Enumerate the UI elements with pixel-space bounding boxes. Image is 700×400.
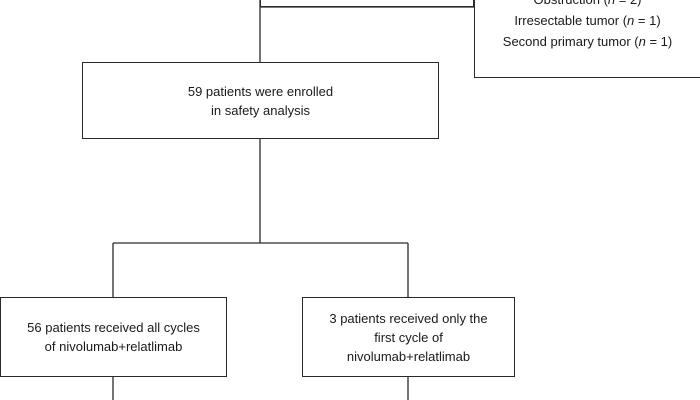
exclusion-box: Distant metastases (n = 4)Obstruction (n… bbox=[474, 0, 700, 78]
exclusion-item: Irresectable tumor (n = 1) bbox=[475, 10, 700, 31]
exclusion-item-prefix: Obstruction ( bbox=[533, 0, 607, 7]
safety-line-2: in safety analysis bbox=[211, 102, 310, 118]
exclusion-item-suffix: = 2) bbox=[615, 0, 642, 7]
exclusion-item-n: n bbox=[608, 0, 615, 7]
exclusion-item: Obstruction (n = 2) bbox=[475, 0, 700, 10]
exclusion-item-prefix: Irresectable tumor ( bbox=[514, 13, 628, 28]
safety-line-1: 59 patients were enrolled bbox=[187, 83, 334, 99]
exclusion-item-n: n bbox=[627, 13, 635, 28]
first-cycle-line-3: nivolumab+relatlimab bbox=[346, 348, 471, 364]
all-cycles-line-1: 56 patients received all cycles bbox=[27, 320, 200, 335]
exclusion-item-suffix: = 1) bbox=[634, 13, 661, 28]
first-cycle-line-1: 3 patients received only the bbox=[329, 310, 488, 326]
top-box-partial bbox=[260, 0, 474, 7]
first-cycle-box: 3 patients received only the first cycle… bbox=[302, 297, 515, 377]
safety-analysis-box: 59 patients were enrolled in safety anal… bbox=[82, 62, 439, 139]
exclusion-item-prefix: Second primary tumor ( bbox=[502, 34, 639, 49]
exclusion-item-n: n bbox=[638, 34, 646, 49]
exclusion-list: Distant metastases (n = 4)Obstruction (n… bbox=[475, 0, 700, 52]
exclusion-item: Second primary tumor (n = 1) bbox=[475, 31, 700, 52]
all-cycles-line-2: of nivolumab+relatlimab bbox=[44, 339, 183, 354]
first-cycle-line-2: first cycle of bbox=[374, 329, 443, 345]
exclusion-item-suffix: = 1) bbox=[645, 34, 673, 49]
all-cycles-box: 56 patients received all cycles of nivol… bbox=[0, 297, 227, 377]
